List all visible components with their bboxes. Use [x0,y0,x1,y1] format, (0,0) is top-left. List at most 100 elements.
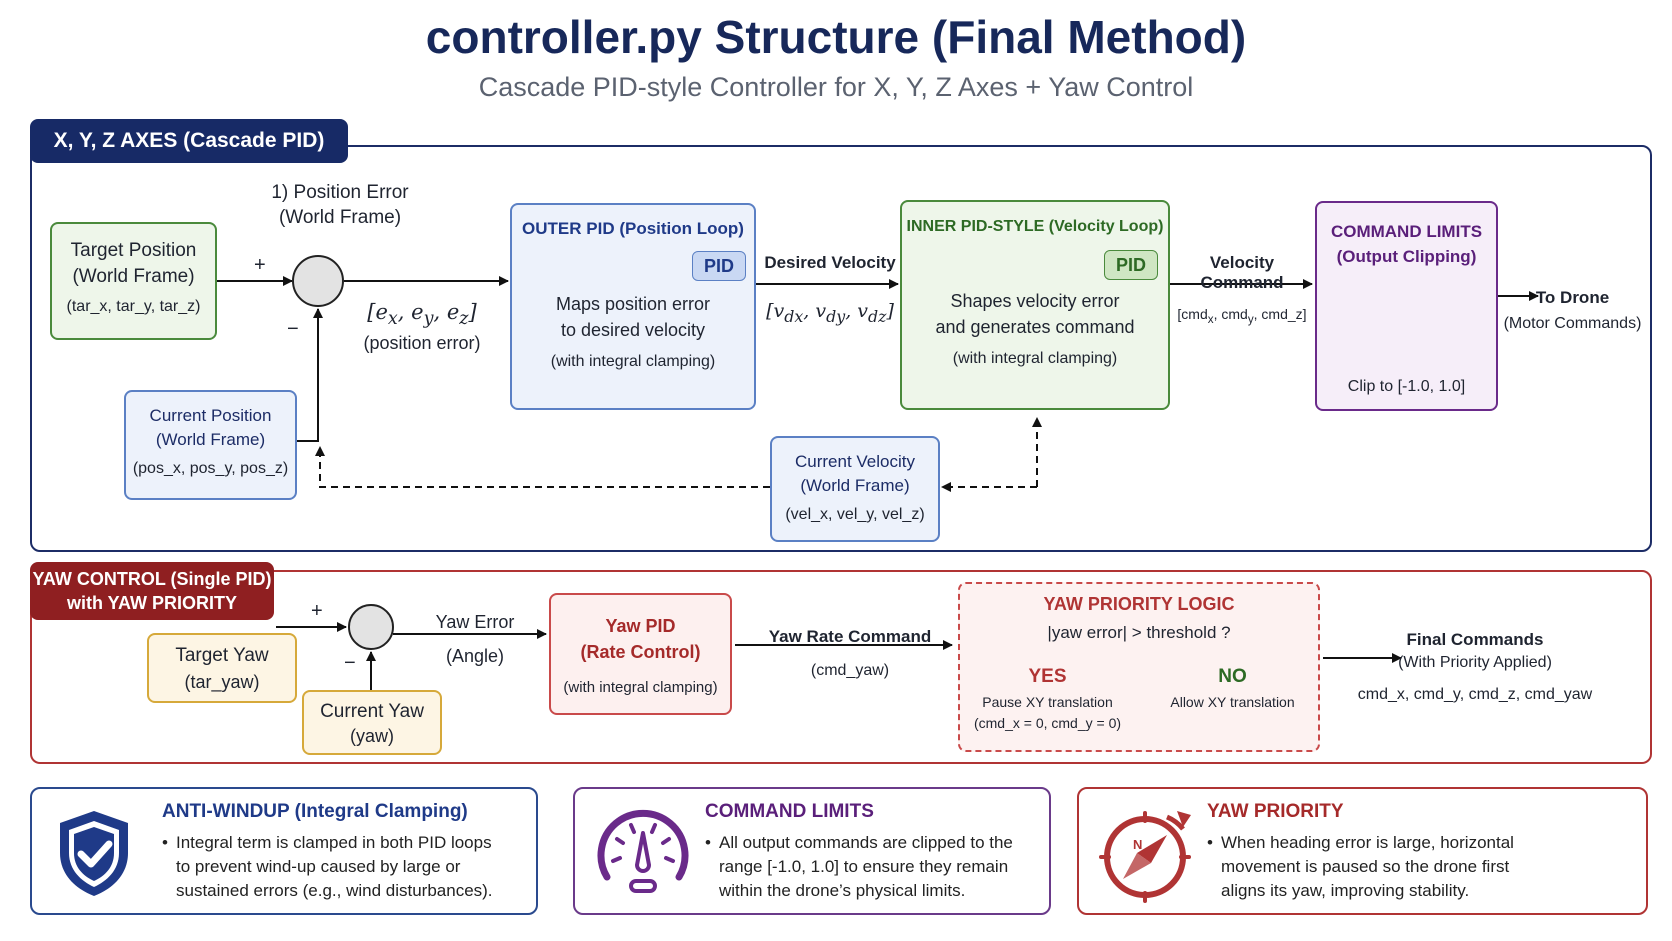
yaw-section-tag: YAW CONTROL (Single PID) with YAW PRIORI… [30,562,274,620]
yaw-tag-line2: with YAW PRIORITY [66,593,238,613]
error-vector-label: [ex, ey, ez] (position error) [352,300,492,354]
yaw-priority-card-body: •When heading error is large, horizontal… [1207,831,1514,903]
outer-pid-desc-line2: to desired velocity [560,320,706,340]
target-yaw-box: Target Yaw (tar_yaw) [147,633,297,703]
inner-pid-box: INNER PID-STYLE (Velocity Loop) PID Shap… [900,200,1170,410]
command-limits-clip: Clip to [-1.0, 1.0] [1347,378,1466,395]
target-position-box: Target Position (World Frame) (tar_x, ta… [50,222,217,340]
yaw-priority-question: |yaw error| > threshold ? [1047,623,1231,642]
command-limits-title-line2: (Output Clipping) [1336,247,1477,266]
anti-windup-card: ANTI-WINDUP (Integral Clamping) •Integra… [30,787,538,915]
command-limits-card: COMMAND LIMITS •All output commands are … [573,787,1051,915]
yaw-minus-sign: − [344,652,356,674]
yaw-pid-title: Yaw PID [605,616,676,636]
final-commands-vars: cmd_x, cmd_y, cmd_z, cmd_yaw [1357,686,1593,703]
command-limits-card-body: •All output commands are clipped to the … [705,831,1013,903]
yaw-priority-yes-branch: YES Pause XY translation (cmd_x = 0, cmd… [960,666,1135,731]
outer-pid-note: (with integral clamping) [550,353,716,370]
yaw-priority-logic-box: YAW PRIORITY LOGIC |yaw error| > thresho… [958,582,1320,752]
current-yaw-box: Current Yaw (yaw) [302,690,442,755]
yaw-error-title: Yaw Error [435,612,515,632]
position-error-title: 1) Position Error [271,182,409,203]
anti-windup-line3: sustained errors (e.g., wind disturbance… [176,881,493,900]
position-error-label: 1) Position Error (World Frame) [250,180,430,230]
speedometer-icon [597,809,689,893]
yaw-priority-line3: aligns its yaw, improving stability. [1221,881,1470,900]
inner-pid-desc-line2: and generates command [935,317,1135,337]
inner-pid-desc-line1: Shapes velocity error [950,291,1120,311]
yaw-priority-yes: YES [1028,666,1067,687]
final-commands-label: Final Commands (With Priority Applied) c… [1350,630,1600,704]
yaw-priority-yes-action: Pause XY translation [982,694,1113,710]
inner-pid-title: INNER PID-STYLE (Velocity Loop) [906,218,1164,235]
current-velocity-label: Current Velocity [795,452,915,471]
command-limits-line2: range [-1.0, 1.0] to ensure they remain [719,857,1009,876]
to-drone-title: To Drone [1535,288,1610,307]
velocity-command-label: Velocity Command [1200,253,1284,292]
anti-windup-title: ANTI-WINDUP (Integral Clamping) [162,801,468,822]
current-yaw-label: Current Yaw [320,701,424,722]
error-vector-math: [ex, ey, ez] [367,300,477,330]
outer-pid-box: OUTER PID (Position Loop) PID Maps posit… [510,203,756,410]
command-limits-title-line1: COMMAND LIMITS [1330,222,1483,241]
page-title: controller.py Structure (Final Method) [425,11,1247,63]
yaw-priority-card: N YAW PRIORITY •When heading error is la… [1077,787,1648,915]
current-pos-feedback-arrow [297,308,323,442]
plus-sign: + [254,254,266,276]
yaw-plus-sign: + [311,600,323,622]
position-error-frame: (World Frame) [278,207,402,228]
current-position-vars: (pos_x, pos_y, pos_z) [132,460,289,477]
error-vector-caption: (position error) [363,333,481,354]
target-yaw-label: Target Yaw [175,645,269,666]
outer-pid-title: OUTER PID (Position Loop) [522,219,744,238]
anti-windup-line1: Integral term is clamped in both PID loo… [176,833,492,852]
yaw-priority-line1: When heading error is large, horizontal [1221,833,1514,852]
yaw-priority-no-action: Allow XY translation [1170,694,1295,710]
outer-pid-desc-line1: Maps position error [555,294,711,314]
yaw-error-label: Yaw Error (Angle) [415,605,535,673]
minus-sign: − [287,318,299,340]
yaw-rate-command-title: Yaw Rate Command [768,627,932,646]
current-velocity-frame: (World Frame) [800,476,910,495]
velocity-command-vars: [cmdx, cmdy, cmd_z] [1177,306,1307,326]
velocity-feedback-to-position [315,446,770,488]
yaw-tag-line1: YAW CONTROL (Single PID) [32,569,272,589]
anti-windup-body: •Integral term is clamped in both PID lo… [162,831,493,903]
current-velocity-box: Current Velocity (World Frame) (vel_x, v… [770,436,940,542]
yaw-pid-note: (with integral clamping) [563,679,718,696]
error-vector-open: [e [367,300,388,324]
yaw-rate-command-label: Yaw Rate Command (cmd_yaw) [760,620,940,688]
target-position-vars: (tar_x, tar_y, tar_z) [66,298,201,315]
yaw-priority-yes-detail: (cmd_x = 0, cmd_y = 0) [973,715,1122,731]
yaw-rate-command-var: (cmd_yaw) [810,662,890,679]
to-drone-subtitle: (Motor Commands) [1503,315,1642,332]
outer-pid-desc: Maps position error to desired velocity [512,291,754,343]
yaw-section [30,570,1652,764]
yaw-priority-no: NO [1218,666,1247,687]
yaw-summing-junction [348,604,394,650]
final-commands-subtitle: (With Priority Applied) [1398,654,1552,671]
final-commands-title: Final Commands [1406,630,1544,649]
compass-north-label: N [1133,837,1142,852]
yaw-pid-subtitle: (Rate Control) [580,642,701,662]
yaw-priority-no-branch: NO Allow XY translation [1145,666,1320,710]
inner-pid-note: (with integral clamping) [952,350,1118,367]
command-limits-line1: All output commands are clipped to the [719,833,1013,852]
yaw-priority-title: YAW PRIORITY LOGIC [1043,594,1235,614]
target-position-label: Target Position [70,240,197,261]
command-limits-line3: within the drone’s physical limits. [719,881,966,900]
xyz-section-tag: X, Y, Z AXES (Cascade PID) [30,119,348,163]
target-yaw-var: (tar_yaw) [184,672,260,692]
current-velocity-vars: (vel_x, vel_y, vel_z) [785,506,925,523]
yaw-error-unit: (Angle) [445,646,505,666]
page-subtitle: Cascade PID-style Controller for X, Y, Z… [478,72,1194,102]
current-yaw-var: (yaw) [350,726,394,746]
command-limits-title: COMMAND LIMITS (Output Clipping) [1317,219,1496,269]
target-position-frame: (World Frame) [72,266,195,287]
command-limits-box: COMMAND LIMITS (Output Clipping) Clip to… [1315,201,1498,411]
yaw-priority-card-title: YAW PRIORITY [1207,801,1344,822]
current-position-frame: (World Frame) [155,430,266,449]
yaw-pid-box: Yaw PID (Rate Control) (with integral cl… [549,593,732,715]
position-summing-junction [292,255,344,307]
desired-velocity-label: Desired Velocity [764,253,896,272]
